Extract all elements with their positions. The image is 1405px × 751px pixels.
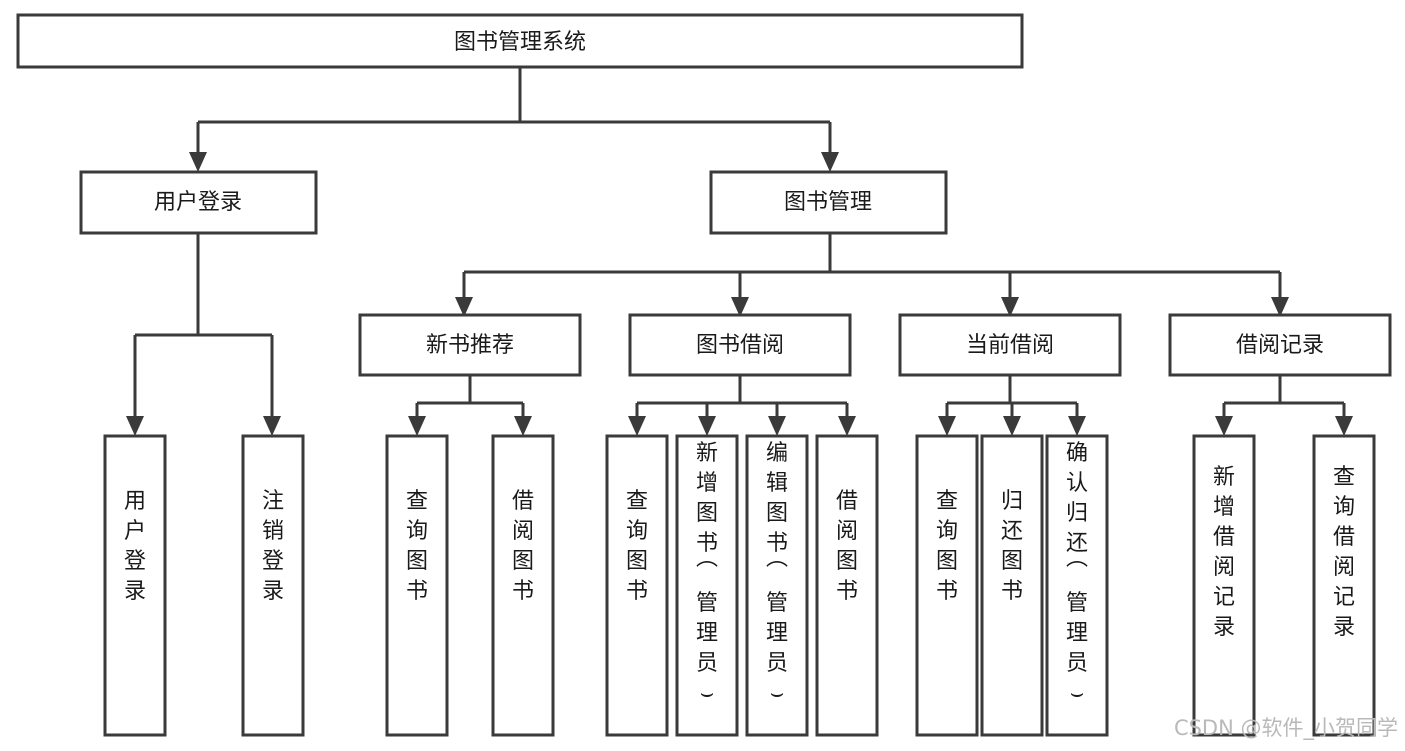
node-borrow-record[interactable]: 借阅记录	[1168, 313, 1392, 377]
leaf-confirm-return-admin[interactable]: 确认归还⌒管理员⌣	[1045, 434, 1109, 737]
node-book-management-box[interactable]	[709, 170, 948, 235]
node-user-login-label: 用户登录	[154, 190, 242, 215]
leaf-query-book-2-box[interactable]	[605, 434, 669, 737]
leaf-query-book-1[interactable]: 查询图书	[385, 434, 449, 737]
leaf-query-book-2-label: 查询图书	[626, 489, 648, 604]
leaf-return-book-box[interactable]	[980, 434, 1044, 737]
leaf-add-book-admin[interactable]: 新增图书⌒管理员⌣	[675, 434, 739, 737]
arrow-leaf-add-book-admin	[698, 416, 716, 436]
leaf-edit-book-admin[interactable]: 编辑图书⌒管理员⌣	[745, 434, 809, 737]
arrow-leaf-logout-login	[263, 416, 281, 436]
arrow-leaf-add-borrow-record	[1215, 416, 1233, 436]
leaf-borrow-book-1-label: 借阅图书	[512, 489, 534, 604]
leaf-query-book-3[interactable]: 查询图书	[915, 434, 979, 737]
leaf-query-book-3-label: 查询图书	[936, 489, 958, 604]
arrow-leaf-borrow-book-2	[838, 416, 856, 436]
node-book-management[interactable]: 图书管理	[709, 170, 948, 235]
leaf-edit-book-admin-box[interactable]	[745, 434, 809, 737]
leaf-borrow-book-2-label: 借阅图书	[836, 489, 858, 604]
leaf-add-borrow-record[interactable]: 新增借阅记录	[1192, 434, 1256, 737]
leaf-query-book-1-label: 查询图书	[406, 489, 428, 604]
node-current-borrow-label: 当前借阅	[966, 333, 1054, 358]
leaf-query-borrow-record-label: 查询借阅记录	[1333, 465, 1355, 640]
node-root[interactable]: 图书管理系统	[16, 13, 1024, 69]
leaf-add-book-admin-label: 新增图书⌒管理员⌣	[696, 441, 718, 706]
leaf-query-borrow-record[interactable]: 查询借阅记录	[1312, 434, 1376, 737]
node-root-box[interactable]	[16, 13, 1024, 69]
arrow-leaf-confirm-return-admin	[1068, 416, 1086, 436]
leaf-borrow-book-1-box[interactable]	[491, 434, 555, 737]
leaf-confirm-return-admin-label: 确认归还⌒管理员⌣	[1066, 441, 1088, 706]
leaf-query-borrow-record-box[interactable]	[1312, 434, 1376, 737]
node-user-login-box[interactable]	[79, 170, 318, 235]
node-new-book-recommend-label: 新书推荐	[426, 333, 514, 358]
csdn-watermark: CSDN @软件_小贺同学	[1174, 716, 1398, 741]
leaf-confirm-return-admin-box[interactable]	[1045, 434, 1109, 737]
leaf-return-book-label: 归还图书	[1001, 489, 1023, 604]
leaf-logout-login-label: 注销登录	[262, 489, 284, 604]
leaf-logout-login-box[interactable]	[241, 434, 305, 737]
arrow-leaf-query-book-2	[628, 416, 646, 436]
node-borrow-record-box[interactable]	[1168, 313, 1392, 377]
arrow-leaf-edit-book-admin	[768, 416, 786, 436]
leaf-add-borrow-record-label: 新增借阅记录	[1213, 465, 1235, 640]
leaf-edit-book-admin-label: 编辑图书⌒管理员⌣	[766, 441, 788, 706]
leaf-add-borrow-record-box[interactable]	[1192, 434, 1256, 737]
edge-layer	[126, 67, 1353, 436]
arrow-to-user-login	[189, 152, 207, 172]
node-book-borrow-box[interactable]	[628, 313, 852, 377]
arrow-leaf-user-login	[126, 416, 144, 436]
leaf-borrow-book-2[interactable]: 借阅图书	[815, 434, 879, 737]
leaf-add-book-admin-box[interactable]	[675, 434, 739, 737]
leaf-user-login-box[interactable]	[103, 434, 167, 737]
node-current-borrow[interactable]: 当前借阅	[898, 313, 1122, 377]
leaf-user-login-label: 用户登录	[124, 489, 146, 604]
leaf-user-login[interactable]: 用户登录	[103, 434, 167, 737]
leaf-query-book-1-box[interactable]	[385, 434, 449, 737]
leaf-borrow-book-2-box[interactable]	[815, 434, 879, 737]
arrow-to-book-management	[821, 152, 839, 172]
arrow-leaf-query-book-3	[938, 416, 956, 436]
leaf-logout-login[interactable]: 注销登录	[241, 434, 305, 737]
arrow-leaf-query-borrow-record	[1335, 416, 1353, 436]
node-book-borrow-label: 图书借阅	[696, 333, 784, 358]
leaf-query-book-2[interactable]: 查询图书	[605, 434, 669, 737]
node-new-book-recommend-box[interactable]	[358, 313, 582, 377]
arrow-leaf-return-book	[1003, 416, 1021, 436]
node-book-borrow[interactable]: 图书借阅	[628, 313, 852, 377]
node-new-book-recommend[interactable]: 新书推荐	[358, 313, 582, 377]
node-root-label: 图书管理系统	[454, 30, 586, 55]
node-user-login[interactable]: 用户登录	[79, 170, 318, 235]
arrow-leaf-borrow-book-1	[514, 416, 532, 436]
leaf-return-book[interactable]: 归还图书	[980, 434, 1044, 737]
arrow-leaf-query-book-1	[408, 416, 426, 436]
leaf-query-book-3-box[interactable]	[915, 434, 979, 737]
node-book-management-label: 图书管理	[784, 190, 872, 215]
leaf-borrow-book-1[interactable]: 借阅图书	[491, 434, 555, 737]
node-borrow-record-label: 借阅记录	[1236, 333, 1324, 358]
node-current-borrow-box[interactable]	[898, 313, 1122, 377]
